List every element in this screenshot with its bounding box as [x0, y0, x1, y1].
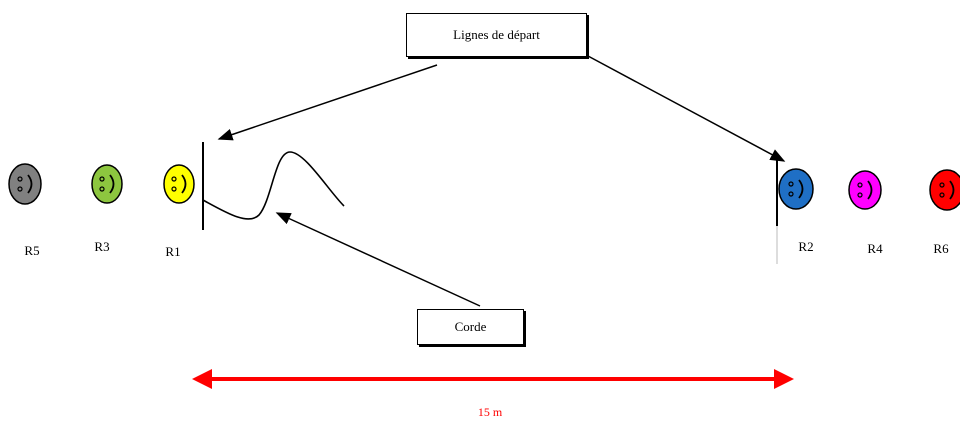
- runner-label-r2: R2: [798, 239, 814, 254]
- runner-eye: [939, 182, 945, 188]
- runner-label-r1: R1: [165, 244, 181, 259]
- rope-curve: [202, 151, 345, 220]
- runner-eye: [939, 192, 945, 198]
- runner-eye: [857, 192, 863, 198]
- runner-head: [848, 170, 882, 210]
- runner-mouth: [181, 174, 187, 194]
- arrow-to-left-start-line: [217, 64, 438, 141]
- runner-head: [778, 168, 814, 210]
- runner-eye: [17, 176, 23, 182]
- runner-face-r1-icon: [163, 164, 195, 204]
- runner-label-r4: R4: [867, 241, 883, 256]
- runner-face-r2-icon: [778, 168, 814, 210]
- runner-eye: [171, 176, 177, 182]
- runner-mouth: [949, 180, 955, 200]
- runner-eye: [17, 186, 23, 192]
- runner-mouth: [798, 179, 804, 199]
- runner-face-r3-icon: [91, 164, 123, 204]
- arrow-to-right-start-line: [587, 55, 786, 162]
- runner-face-r6-icon: [929, 169, 960, 211]
- runner-head: [8, 163, 42, 205]
- runner-eye: [857, 182, 863, 188]
- runner-head: [91, 164, 123, 204]
- runner-mouth: [109, 174, 115, 194]
- runner-head: [163, 164, 195, 204]
- rope-callout: Corde: [417, 309, 524, 345]
- runner-head: [929, 169, 960, 211]
- distance-label: 15 m: [477, 405, 503, 419]
- runner-eye: [99, 186, 105, 192]
- runner-label-r6: R6: [933, 241, 949, 256]
- runner-mouth: [867, 180, 873, 200]
- runner-eye: [788, 181, 794, 187]
- start-lines-callout-text: Lignes de départ: [453, 27, 540, 42]
- distance-arrow-head-right: [774, 369, 794, 389]
- runner-eye: [788, 191, 794, 197]
- start-lines-callout: Lignes de départ: [406, 13, 587, 57]
- runner-face-r4-icon: [848, 170, 882, 210]
- rope-callout-text: Corde: [454, 319, 487, 334]
- runner-eye: [99, 176, 105, 182]
- runner-label-r5: R5: [24, 243, 40, 258]
- runner-eye: [171, 186, 177, 192]
- runner-label-r3: R3: [94, 239, 110, 254]
- runner-mouth: [27, 174, 33, 194]
- runner-face-r5-icon: [8, 163, 42, 205]
- arrow-to-rope: [275, 212, 481, 307]
- distance-arrow-head-left: [192, 369, 212, 389]
